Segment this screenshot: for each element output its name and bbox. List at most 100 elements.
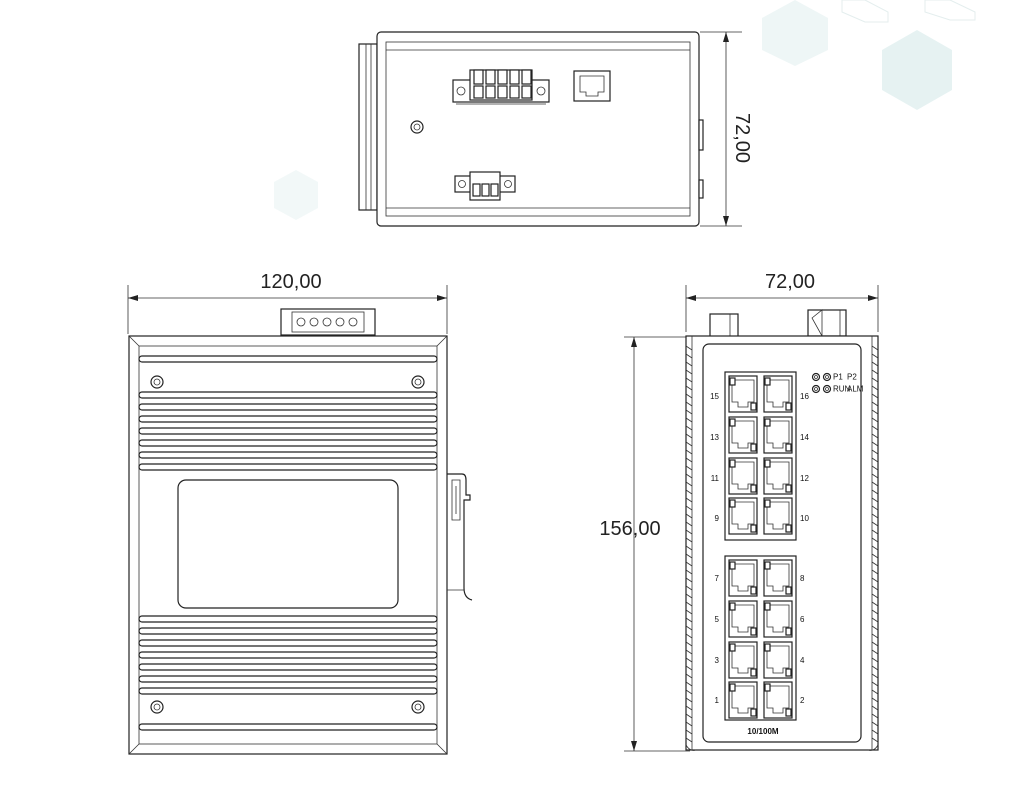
rj45-port-icon [728, 497, 758, 535]
serration-line [685, 737, 693, 743]
serration-line [871, 585, 879, 591]
serration-line [871, 641, 879, 647]
side-serrations [685, 345, 879, 743]
hexagon-decoration [882, 30, 952, 110]
led-p2-icon [822, 372, 832, 382]
port-label: 5 [715, 615, 720, 624]
dimension-top-height: 72,00 [700, 31, 753, 227]
console-rj45-port [573, 70, 611, 102]
rj45-port-icon [728, 375, 758, 413]
serration-line [871, 425, 879, 431]
serration-line [685, 617, 693, 623]
port-label: 12 [800, 474, 809, 483]
upper-cooling-fins [138, 355, 438, 471]
hexagon-decoration [841, 0, 889, 23]
serration-line [871, 649, 879, 655]
serration-line [871, 577, 879, 583]
serration-line [871, 401, 879, 407]
serration-line [871, 657, 879, 663]
led-alm-icon [822, 384, 832, 394]
serration-line [685, 649, 693, 655]
front-terminal-block [280, 308, 376, 336]
serration-line [685, 633, 693, 639]
top-view-body [376, 31, 700, 227]
screw-icon [411, 700, 425, 714]
port-label: 10 [800, 514, 809, 523]
serration-line [685, 481, 693, 487]
rj45-port-icon [728, 457, 758, 495]
serration-line [871, 625, 879, 631]
top-view: 72,00 [358, 31, 753, 227]
rj45-port-icon [728, 681, 758, 719]
serration-line [685, 489, 693, 495]
serration-line [871, 449, 879, 455]
serration-line [685, 433, 693, 439]
led-label-run: RUN [833, 385, 851, 394]
serration-line [685, 577, 693, 583]
serration-line [871, 513, 879, 519]
serration-line [685, 425, 693, 431]
hexagon-decoration [924, 0, 976, 21]
led-label-p1: P1 [833, 373, 843, 382]
serration-line [871, 433, 879, 439]
ground-screw [410, 120, 424, 134]
rj45-port-icon [763, 681, 793, 719]
serration-line [685, 521, 693, 527]
serration-line [871, 369, 879, 375]
serration-line [871, 537, 879, 543]
rj45-ports [728, 375, 793, 719]
serration-line [685, 473, 693, 479]
hexagon-decoration [762, 0, 828, 66]
serration-line [871, 505, 879, 511]
serration-line [871, 529, 879, 535]
serration-line [685, 665, 693, 671]
relay-connector [454, 171, 516, 201]
serration-line [685, 545, 693, 551]
serration-line [871, 673, 879, 679]
serration-line [871, 497, 879, 503]
serration-line [871, 665, 879, 671]
serration-line [871, 457, 879, 463]
serration-line [871, 721, 879, 727]
port-label: 1 [715, 696, 720, 705]
serration-line [871, 561, 879, 567]
front-screws [150, 375, 425, 714]
port-label: 9 [715, 514, 720, 523]
serration-line [871, 633, 879, 639]
dimension-label-top-height: 72,00 [731, 113, 753, 163]
led-label-p2: P2 [847, 373, 857, 382]
screw-icon [150, 700, 164, 714]
hexagon-decoration [274, 170, 318, 220]
serration-line [685, 561, 693, 567]
serration-line [871, 553, 879, 559]
serration-line [685, 697, 693, 703]
serration-line [871, 345, 879, 351]
serration-line [871, 377, 879, 383]
port-number-labels: 15 13 11 9 7 5 3 1 16 14 12 10 8 6 4 2 [710, 392, 809, 705]
serration-line [871, 593, 879, 599]
serration-line [871, 489, 879, 495]
serration-line [871, 545, 879, 551]
serration-line [685, 441, 693, 447]
serration-line [685, 401, 693, 407]
led-run-icon [811, 384, 821, 394]
serration-line [685, 569, 693, 575]
serration-line [871, 441, 879, 447]
serration-line [871, 465, 879, 471]
serration-line [685, 721, 693, 727]
serration-line [685, 529, 693, 535]
led-p1-icon [811, 372, 821, 382]
port-label: 13 [710, 433, 719, 442]
serration-line [685, 681, 693, 687]
serration-line [685, 409, 693, 415]
serration-line [685, 393, 693, 399]
serration-line [871, 697, 879, 703]
port-label: 14 [800, 433, 809, 442]
din-rail-side-clip [447, 473, 473, 601]
serration-line [685, 553, 693, 559]
lower-cooling-fins [138, 615, 438, 731]
serration-line [871, 705, 879, 711]
rj45-port-icon [763, 641, 793, 679]
port-label: 4 [800, 656, 805, 665]
